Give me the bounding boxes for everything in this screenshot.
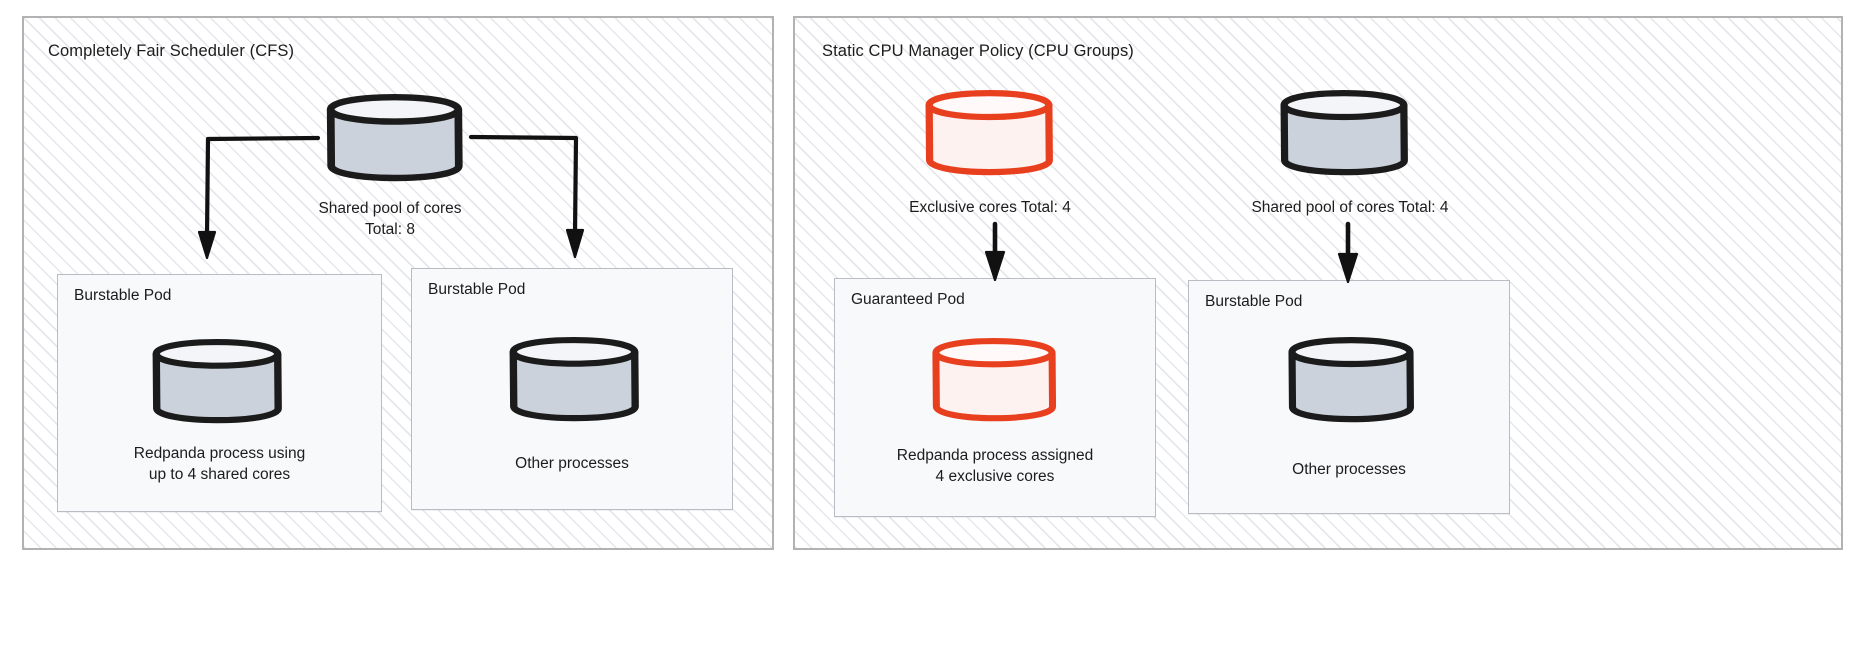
cfs-shared-pool-label-line2: Total: 8 [365, 221, 415, 238]
static-shared-pool-label: Shared pool of cores Total: 4 [1251, 199, 1449, 216]
pod-caption-line1: Other processes [1292, 461, 1406, 478]
pod-caption-line1: Redpanda process assigned [896, 447, 1094, 464]
cfs-pod-burstable-2: Burstable Pod Other processes [411, 268, 733, 510]
static-pod-burstable: Burstable Pod Other processes [1188, 280, 1510, 514]
cfs-pod-burstable-1: Burstable Pod Redpanda process using up … [57, 274, 382, 512]
panel-cfs-title: Completely Fair Scheduler (CFS) [48, 42, 295, 60]
pod-title: Guaranteed Pod [851, 291, 965, 308]
pod-title: Burstable Pod [428, 281, 526, 298]
static-exclusive-cores-label: Exclusive cores Total: 4 [909, 199, 1071, 216]
pod-title: Burstable Pod [1205, 293, 1303, 310]
pod-caption-line1: Redpanda process using [133, 445, 306, 462]
pod-title: Burstable Pod [74, 287, 172, 304]
pod-caption-line2: 4 exclusive cores [935, 468, 1055, 485]
cfs-shared-pool-label-line1: Shared pool of cores [318, 200, 462, 217]
pod-caption-line1: Other processes [515, 455, 629, 472]
panel-static-title: Static CPU Manager Policy (CPU Groups) [822, 42, 1134, 60]
pod-caption-line2: up to 4 shared cores [148, 466, 291, 483]
static-pod-guaranteed: Guaranteed Pod Redpanda process assigned… [834, 278, 1156, 517]
